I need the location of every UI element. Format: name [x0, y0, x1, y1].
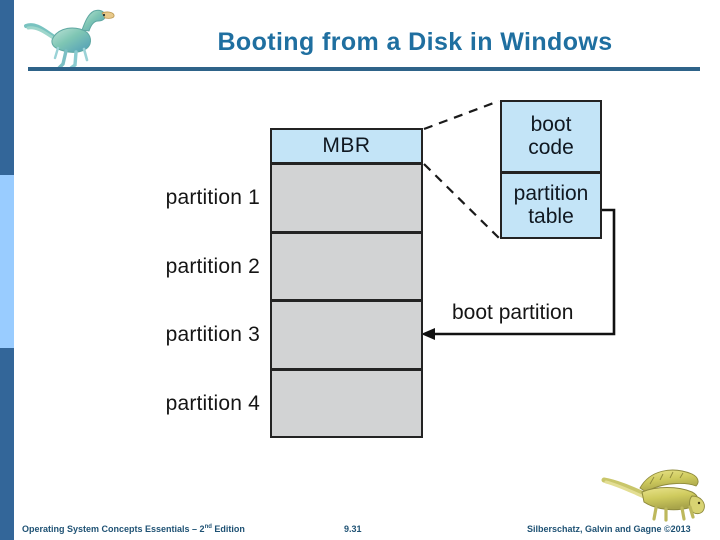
boot-code-label-line2: code [528, 135, 574, 159]
partition-table-label-line2: table [528, 204, 574, 228]
disk-block-partition-3 [270, 300, 423, 370]
partition-1-label: partition 1 [165, 186, 260, 209]
page-title: Booting from a Disk in Windows [217, 28, 613, 56]
partition-2-label: partition 2 [165, 255, 260, 278]
disk-block-mbr: MBR [270, 128, 423, 164]
partition-4-label: partition 4 [165, 392, 260, 415]
boot-partition-label: boot partition [452, 301, 574, 324]
partition-table-label-line1: partition [513, 181, 589, 205]
detail-box-partition-table: partition table [500, 172, 602, 239]
sidebar-segment-bottom [0, 348, 14, 540]
partition-3-label: partition 3 [165, 323, 260, 346]
dimetrodon-icon [600, 462, 712, 524]
footer-edition-tail: Edition [211, 524, 245, 534]
dashed-callout-bottom [423, 163, 500, 239]
disk-block-partition-2 [270, 232, 423, 301]
footer-edition-main: Operating System Concepts Essentials – 2 [22, 524, 205, 534]
footer-edition-ordinal: nd [204, 524, 212, 530]
boot-code-label-line1: boot [530, 112, 572, 136]
sidebar-segment-middle [0, 175, 14, 348]
dashed-callout-top [423, 99, 500, 131]
disk-block-partition-1 [270, 163, 423, 233]
title-underline-rule [28, 67, 700, 71]
sidebar-segment-top [0, 0, 14, 175]
disk-block-partition-4 [270, 369, 423, 438]
detail-box-boot-code: boot code [500, 100, 602, 173]
mbr-label: MBR [322, 134, 371, 157]
footer-copyright: Silberschatz, Galvin and Gagne ©2013 [527, 524, 691, 534]
boot-partition-arrowhead [421, 328, 435, 340]
footer-slide-number: 9.31 [344, 524, 362, 534]
dinosaur-icon [22, 4, 118, 70]
footer-edition-text: Operating System Concepts Essentials – 2… [22, 524, 245, 534]
